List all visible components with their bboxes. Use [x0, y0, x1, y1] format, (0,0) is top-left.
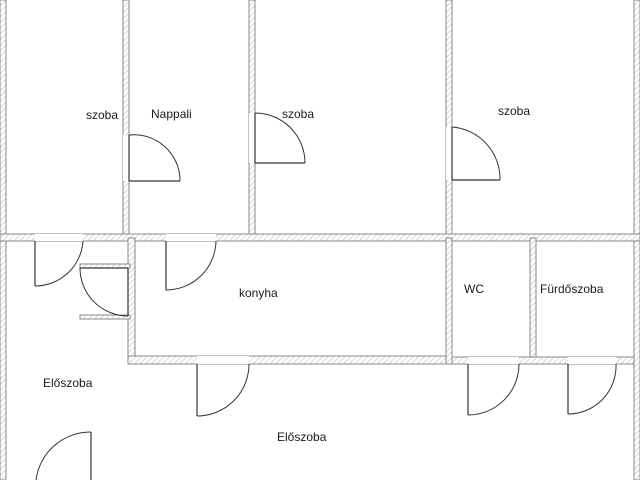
door-konyha-bottom	[196, 363, 250, 417]
wall-top-3	[445, 0, 453, 237]
wall-stub-2	[79, 314, 131, 320]
door-szoba-3	[451, 126, 501, 181]
label-konyha: konyha	[239, 286, 278, 300]
gap-eloszoba	[35, 234, 83, 241]
door-szoba-1	[128, 134, 181, 182]
wall-kitchen-right	[445, 237, 453, 365]
gap-konyha	[166, 234, 216, 241]
wall-kitchen-left	[127, 237, 136, 364]
room-labels: szoba Nappali szoba szoba konyha WC Fürd…	[43, 104, 604, 444]
doors	[34, 112, 617, 480]
label-wc: WC	[464, 282, 484, 296]
door-szoba-2	[254, 112, 306, 164]
door-wc	[467, 363, 520, 416]
door-entrance	[35, 431, 92, 480]
label-szoba-3: szoba	[498, 104, 530, 118]
label-eloszoba-1: Előszoba	[43, 376, 93, 390]
label-szoba-1: szoba	[86, 108, 118, 122]
gap-szoba-2	[249, 113, 255, 163]
gap-szoba-1	[123, 135, 129, 181]
gap-konyha-bottom	[197, 356, 249, 364]
door-konyha	[165, 240, 217, 291]
door-eloszoba-top	[34, 240, 84, 287]
label-furdoszoba: Fürdőszoba	[540, 282, 604, 296]
door-gaps	[35, 113, 616, 364]
door-furdo	[567, 363, 617, 415]
door-stub	[79, 267, 129, 317]
wall-wc-right	[529, 237, 537, 365]
gap-szoba-3	[446, 127, 452, 180]
label-nappali: Nappali	[151, 107, 192, 121]
wall-top-1	[122, 0, 130, 237]
wall-mid-horizontal	[0, 233, 640, 242]
label-eloszoba-2: Előszoba	[277, 430, 327, 444]
wall-kitchen-bottom	[127, 355, 453, 365]
label-szoba-2: szoba	[282, 107, 314, 121]
gap-furdo	[568, 357, 616, 364]
gap-wc	[468, 357, 519, 364]
wall-wc-bottom	[451, 356, 635, 365]
